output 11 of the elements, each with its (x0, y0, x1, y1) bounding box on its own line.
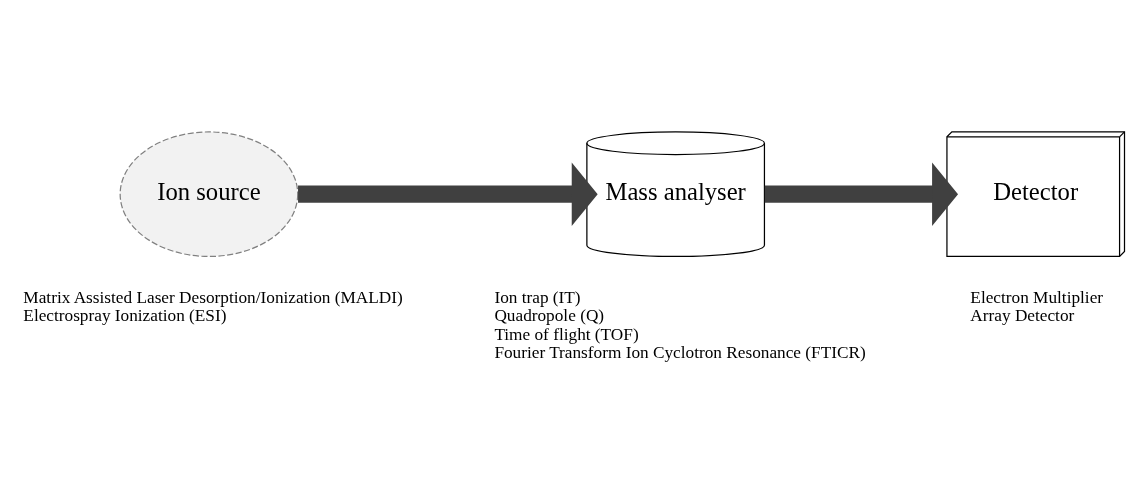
node-label: Fourier Transform Ion Cyclotron Resonance (FTICR) (494, 343, 866, 363)
node-label: Electron Multiplier (970, 287, 1104, 307)
node-label: Electrospray Ionization (ESI) (23, 306, 227, 326)
node-label: Time of flight (TOF) (494, 324, 639, 344)
arrow (764, 162, 959, 226)
node-label: Matrix Assisted Laser Desorption/Ionization (MALDI) (23, 287, 403, 307)
node-label: Ion trap (IT) (494, 287, 581, 307)
node-label: Quadropole (Q) (494, 306, 605, 326)
node-label: Array Detector (970, 306, 1075, 326)
arrow (298, 162, 598, 226)
node-ellipse: Ion source (119, 131, 299, 258)
